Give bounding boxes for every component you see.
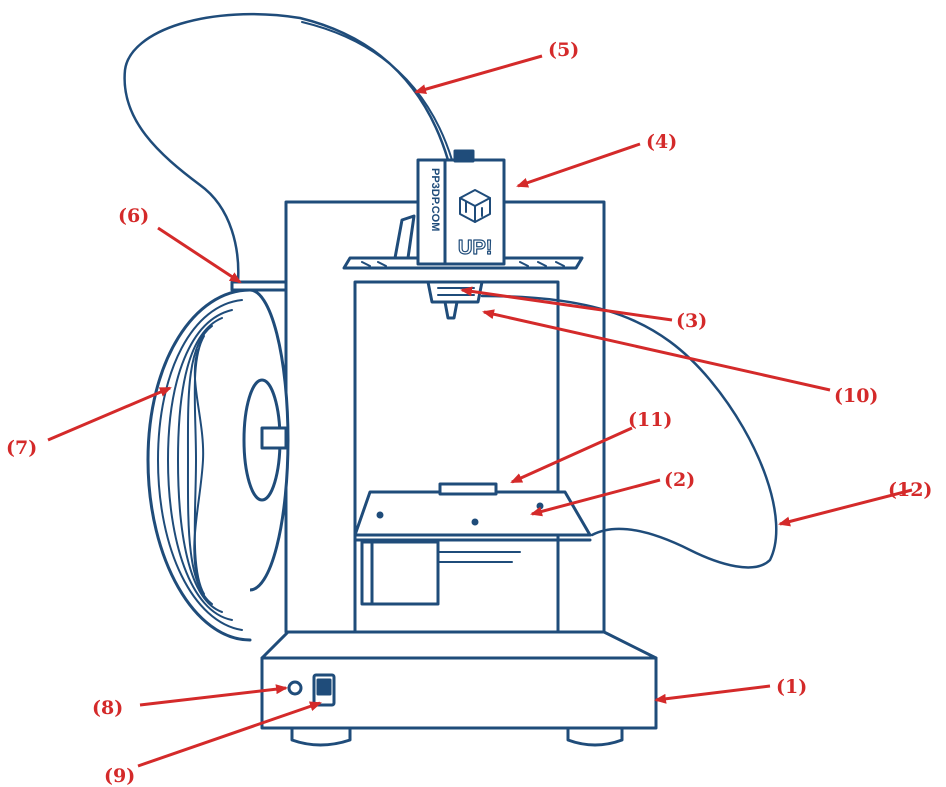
callout-labels: (1) (2) (3) (4) (5) (6) (7) (8) (9) (10)… [6, 39, 932, 787]
platform-motor [360, 540, 440, 606]
arrow-7 [47, 386, 172, 442]
arrow-2 [530, 478, 661, 517]
arrow-8 [139, 684, 288, 707]
print-part [438, 482, 498, 496]
printer-drawing: PP3DP.COM UP! [123, 12, 778, 747]
callout-label-8: (8) [92, 697, 123, 719]
arrow-5 [414, 54, 543, 95]
callout-label-6: (6) [118, 205, 149, 227]
build-platform [353, 490, 592, 537]
arrow-3 [460, 286, 673, 322]
callout-label-7: (7) [6, 437, 37, 459]
callout-label-11: (11) [628, 409, 672, 431]
spool-holder [230, 280, 288, 292]
brand-logo: UP! [458, 237, 492, 259]
arrow-1 [654, 684, 771, 704]
power-socket [287, 680, 303, 696]
callout-label-2: (2) [664, 469, 695, 491]
arrow-6 [157, 226, 242, 284]
power-switch [312, 673, 336, 707]
callout-label-10: (10) [834, 385, 878, 407]
callout-label-9: (9) [104, 765, 135, 787]
callout-arrows [47, 54, 913, 768]
callout-label-4: (4) [646, 131, 677, 153]
callout-label-1: (1) [776, 676, 807, 698]
callout-label-12: (12) [888, 479, 932, 501]
cube-logo-icon [459, 189, 491, 223]
base-foot-right [566, 726, 624, 747]
arrow-11 [510, 426, 633, 484]
arrow-12 [778, 488, 913, 527]
callout-label-5: (5) [548, 39, 579, 61]
arrow-10 [482, 309, 831, 392]
arrow-9 [137, 701, 322, 768]
callout-label-3: (3) [676, 310, 707, 332]
print-head-side-label: PP3DP.COM [429, 168, 441, 231]
arrow-4 [516, 142, 641, 188]
platform-cable [480, 294, 778, 569]
base-foot-left [290, 726, 352, 747]
filament-spool [146, 288, 290, 642]
